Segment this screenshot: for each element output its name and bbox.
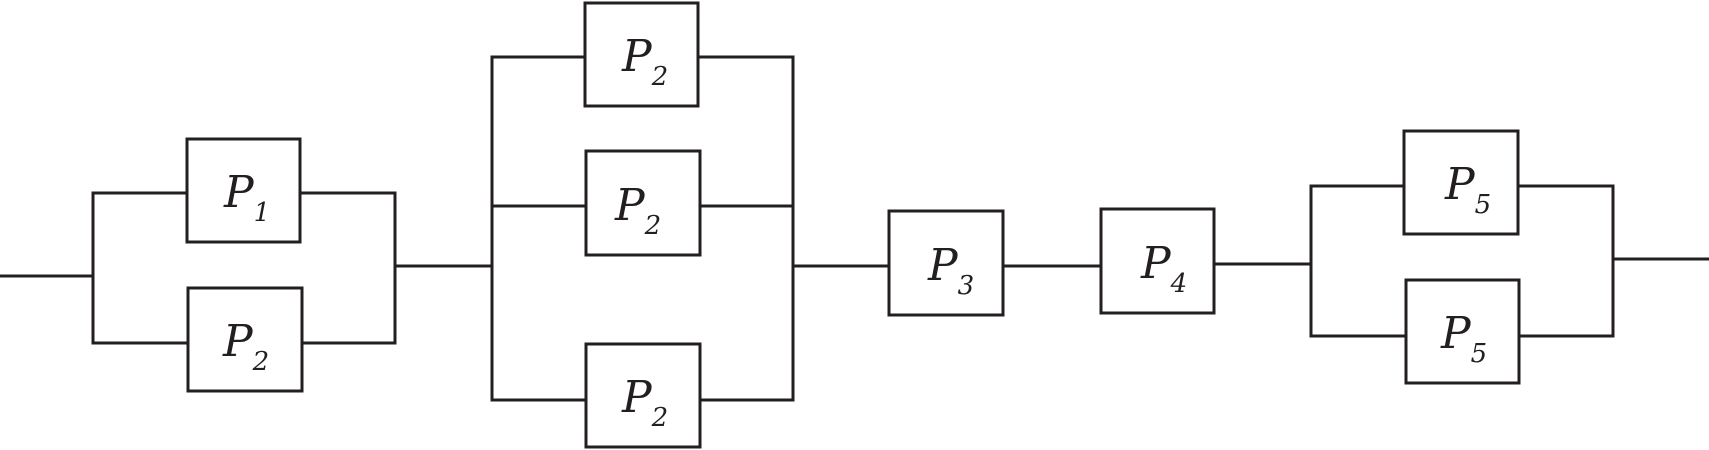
component-p2: P2: [186, 286, 304, 393]
component-p5: P5: [1404, 278, 1521, 385]
component-box: [186, 286, 304, 393]
component-p5: P5: [1402, 129, 1520, 236]
component-p3: P3: [887, 209, 1005, 317]
component-box: [1404, 278, 1521, 385]
component-label: P4: [1140, 238, 1187, 299]
component-box: [583, 1, 700, 108]
component-label: P5: [1440, 308, 1487, 369]
component-box: [1402, 129, 1520, 236]
component-label: P2: [621, 372, 668, 433]
component-box: [185, 137, 302, 244]
component-p4: P4: [1099, 207, 1216, 315]
component-label: P2: [621, 31, 668, 92]
component-box: [584, 342, 702, 449]
component-label: P5: [1444, 159, 1491, 220]
component-p2: P2: [584, 342, 702, 449]
component-box: [584, 149, 702, 257]
component-p1: P1: [185, 137, 302, 244]
component-label: P2: [222, 316, 269, 377]
component-box: [1099, 207, 1216, 315]
component-label: P2: [614, 180, 661, 241]
component-p2: P2: [583, 1, 700, 108]
component-p2: P2: [584, 149, 702, 257]
component-box: [887, 209, 1005, 317]
circuit-wires: [0, 55, 1709, 402]
component-label: P3: [927, 240, 974, 301]
component-label: P1: [223, 167, 270, 228]
